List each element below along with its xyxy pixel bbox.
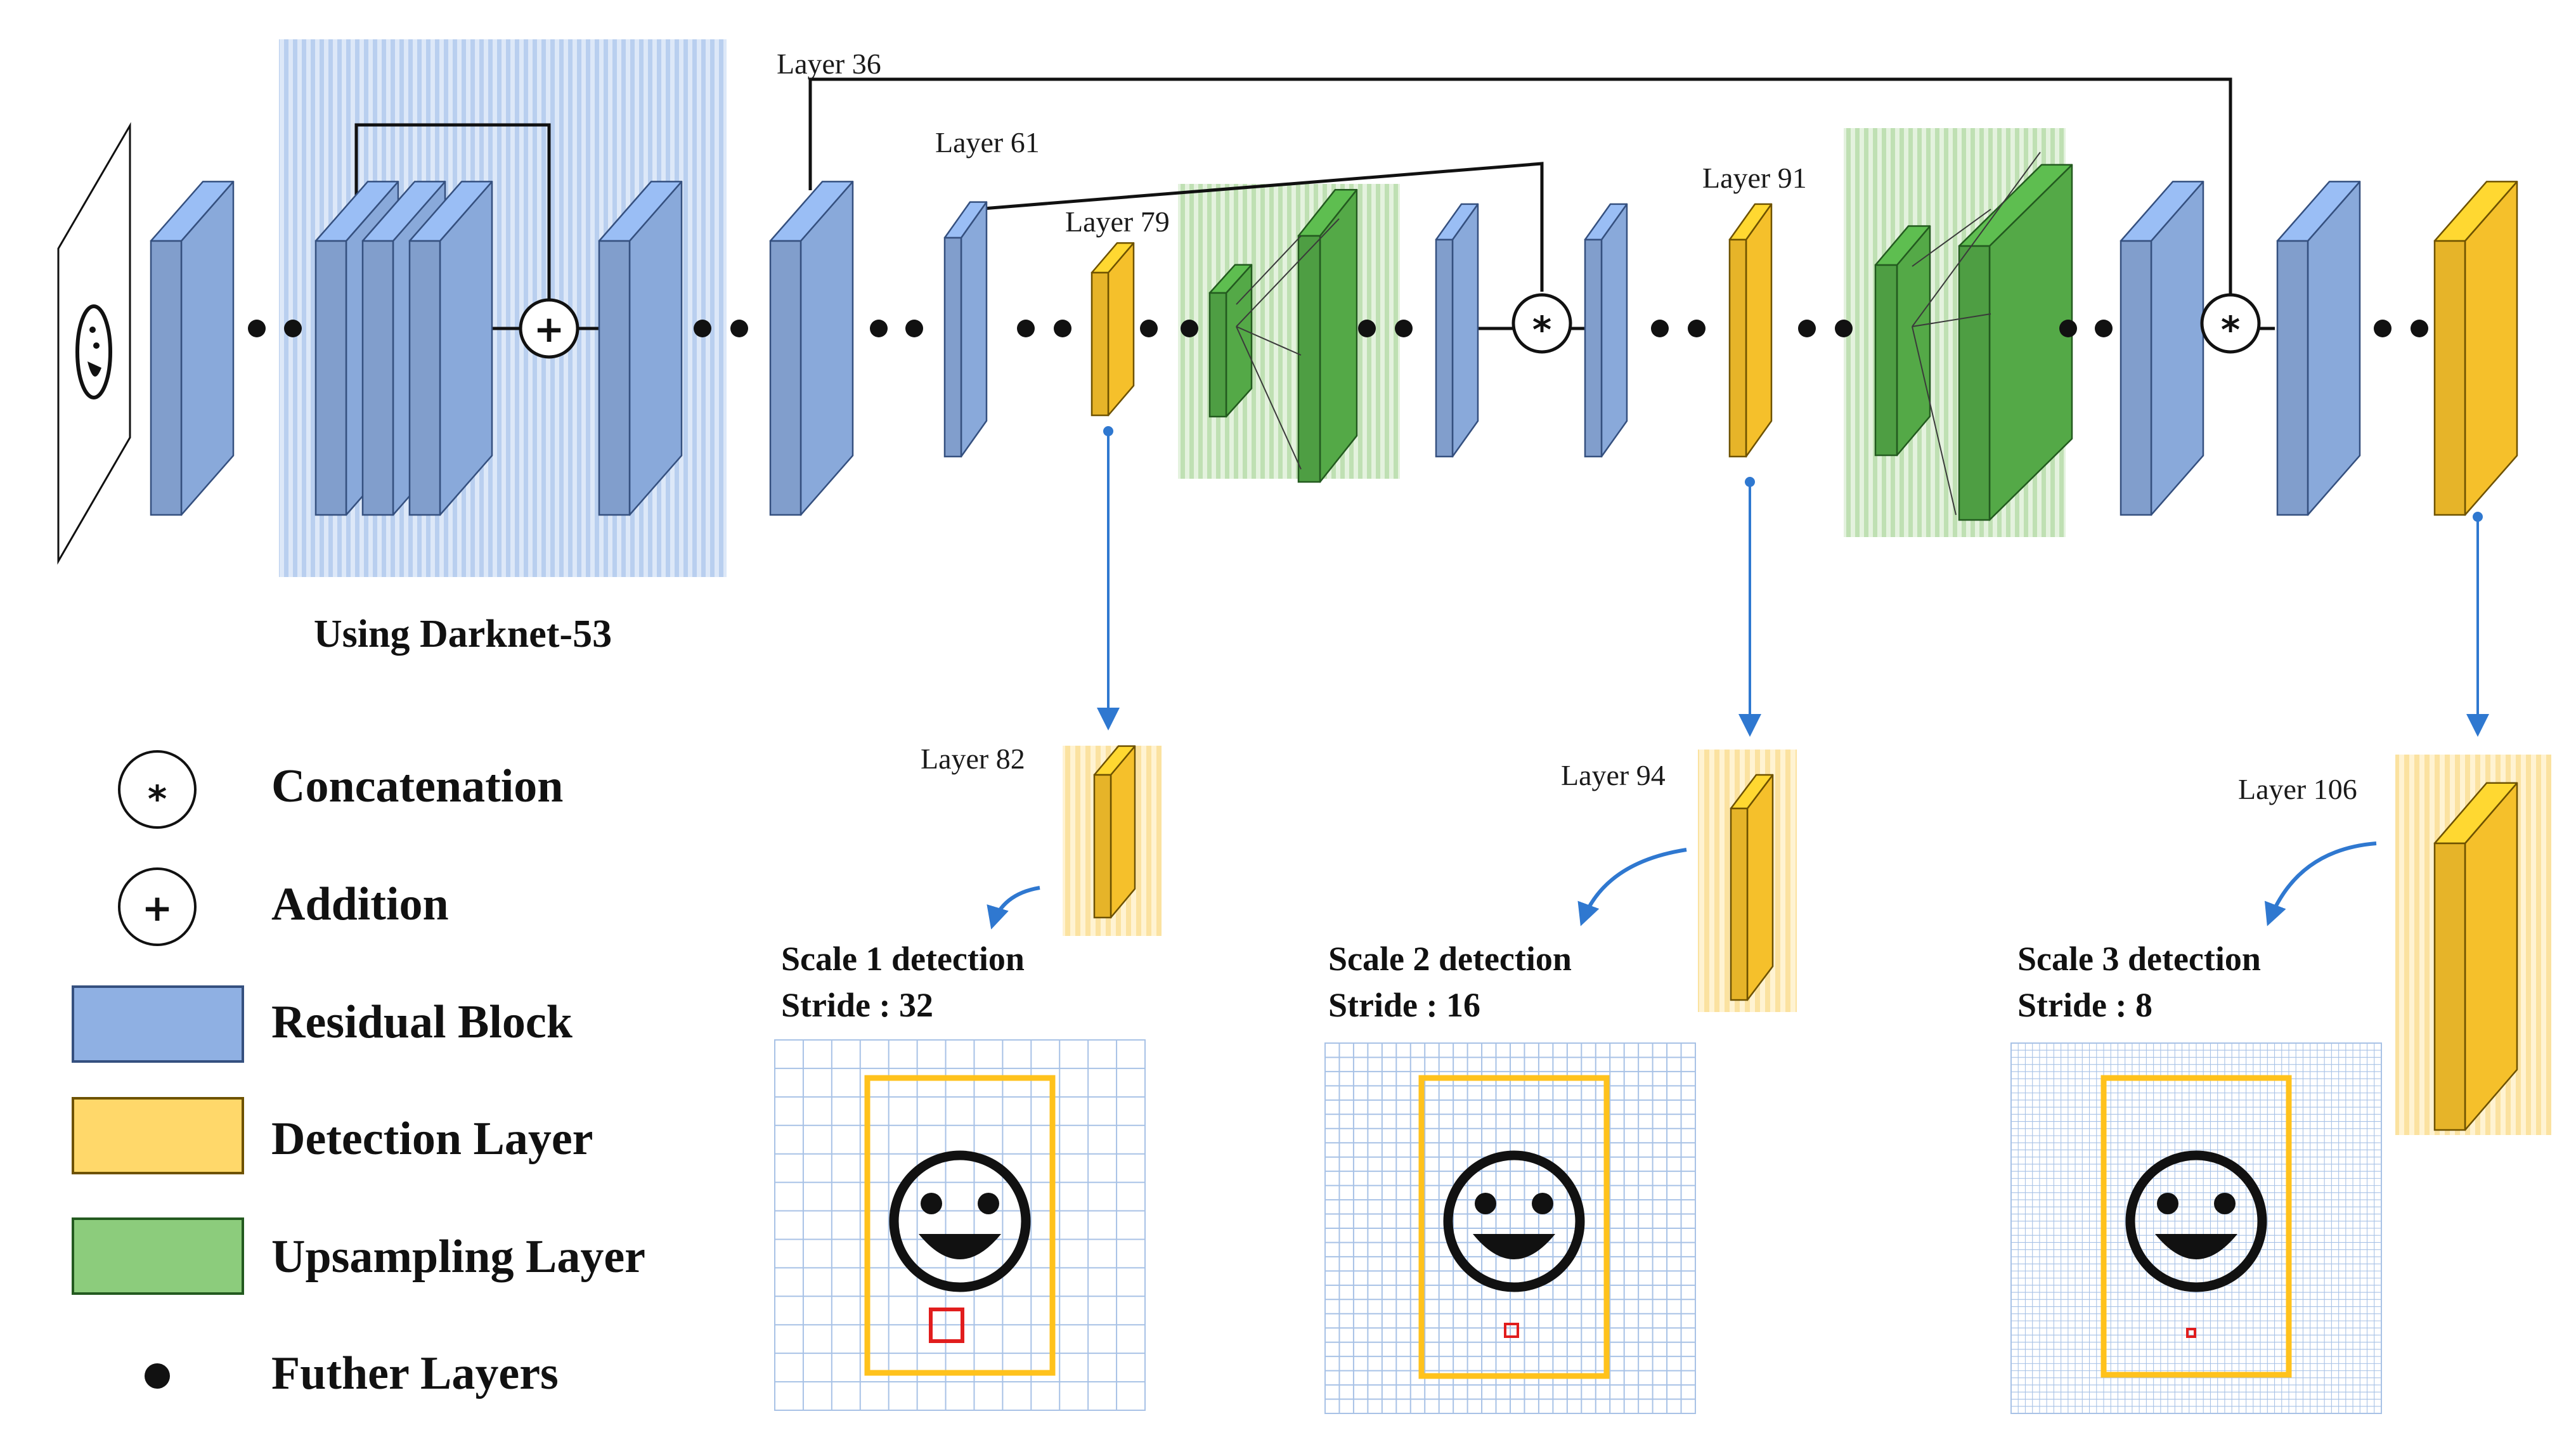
route-line-layer-36 <box>808 77 2232 314</box>
scale-3-stride-label: Stride : 8 <box>2017 986 2152 1024</box>
layer-94-block <box>1730 774 1774 1001</box>
scale-1-anchor-cell <box>929 1308 964 1343</box>
layer-82-block <box>1093 745 1136 919</box>
dot-icon <box>145 1363 170 1389</box>
scale-1-stride-label: Stride : 32 <box>781 986 933 1024</box>
legend-detection-swatch <box>72 1097 244 1174</box>
darknet-residual-c <box>408 181 493 516</box>
scale-1-title: Scale 1 detection Stride : 32 <box>781 940 1025 1024</box>
scale-2-stride-label: Stride : 16 <box>1328 986 1480 1024</box>
scale-2-bounding-box <box>1418 1075 1610 1379</box>
label-layer-79: Layer 79 <box>1065 205 1170 238</box>
scale-1-detection-label: Scale 1 detection <box>781 940 1025 978</box>
scale-2-title: Scale 2 detection Stride : 16 <box>1328 940 1572 1024</box>
layer-61-block <box>943 201 988 458</box>
scale-2-anchor-cell <box>1504 1323 1519 1338</box>
residual-block-2 <box>598 181 683 516</box>
plus-symbol: + <box>534 308 565 351</box>
scale-3-detection-label: Scale 3 detection <box>2017 940 2261 978</box>
layer-79-block <box>1091 242 1135 417</box>
upsample-wedge-lines <box>1236 152 2041 516</box>
legend-upsampling-swatch <box>72 1217 244 1295</box>
smiley-face-icon <box>1443 1150 1585 1292</box>
legend-residual-swatch <box>72 985 244 1063</box>
legend-detection-layer: Detection Layer <box>271 1113 593 1165</box>
layer-91-block <box>1728 203 1773 458</box>
input-face-icon <box>75 304 112 399</box>
residual-block-5 <box>2120 181 2204 516</box>
residual-block-4 <box>1584 203 1628 458</box>
input-image <box>57 122 131 565</box>
scale-3-bounding-box <box>2100 1075 2292 1378</box>
scale-3-anchor-cell <box>2186 1328 2196 1338</box>
label-layer-106: Layer 106 <box>2238 773 2357 805</box>
legend: * Concatenation + Addition Residual Bloc… <box>72 750 645 1399</box>
asterisk-symbol: * <box>2221 308 2240 351</box>
legend-further-layers: Futher Layers <box>271 1347 559 1399</box>
label-layer-36: Layer 36 <box>777 48 881 80</box>
concat-node-2: * <box>2200 293 2261 354</box>
smiley-face-icon <box>2125 1150 2267 1292</box>
scale-3-title: Scale 3 detection Stride : 8 <box>2017 940 2261 1024</box>
legend-concatenation: Concatenation <box>271 760 563 812</box>
legend-upsampling-layer: Upsampling Layer <box>271 1231 645 1283</box>
layer-106-block <box>2433 782 2518 1131</box>
residual-shortcut-line <box>354 123 551 299</box>
plus-circle-icon <box>118 867 197 946</box>
scale-1-grid <box>774 1039 1146 1411</box>
smiley-face-icon <box>889 1150 1031 1292</box>
asterisk-symbol: * <box>1532 308 1551 351</box>
label-layer-94: Layer 94 <box>1561 759 1666 791</box>
output-arrows <box>1097 426 2489 737</box>
asterisk-circle-icon <box>118 750 197 829</box>
legend-addition: Addition <box>271 878 449 930</box>
residual-block-1 <box>150 181 235 516</box>
legend-concat-symbol: * <box>148 777 167 821</box>
scale-1-bounding-box <box>864 1075 1056 1376</box>
upsample-2-large <box>1958 164 2073 521</box>
backbone-caption: Using Darknet-53 <box>314 613 612 656</box>
addition-node: + <box>519 298 579 359</box>
legend-add-symbol: + <box>142 886 173 930</box>
label-layer-91: Layer 91 <box>1702 162 1807 194</box>
further-layers-dots <box>248 320 2428 337</box>
residual-block-3 <box>1435 203 1479 458</box>
upsample-2-small <box>1874 225 1931 457</box>
label-layer-82: Layer 82 <box>921 743 1025 775</box>
upsample-1-large <box>1297 188 1358 483</box>
legend-residual-block: Residual Block <box>271 996 573 1048</box>
upsample-1-small <box>1208 264 1253 418</box>
scale-2-detection-label: Scale 2 detection <box>1328 940 1572 978</box>
concat-node-1: * <box>1511 293 1572 354</box>
scale-3-grid <box>2010 1042 2382 1414</box>
curved-arrows <box>987 841 2377 930</box>
residual-block-6 <box>2276 181 2361 516</box>
label-layer-61: Layer 61 <box>935 126 1040 159</box>
layer-105-block <box>2433 181 2518 516</box>
layer-36-block <box>769 181 854 516</box>
scale-2-grid <box>1324 1042 1696 1414</box>
